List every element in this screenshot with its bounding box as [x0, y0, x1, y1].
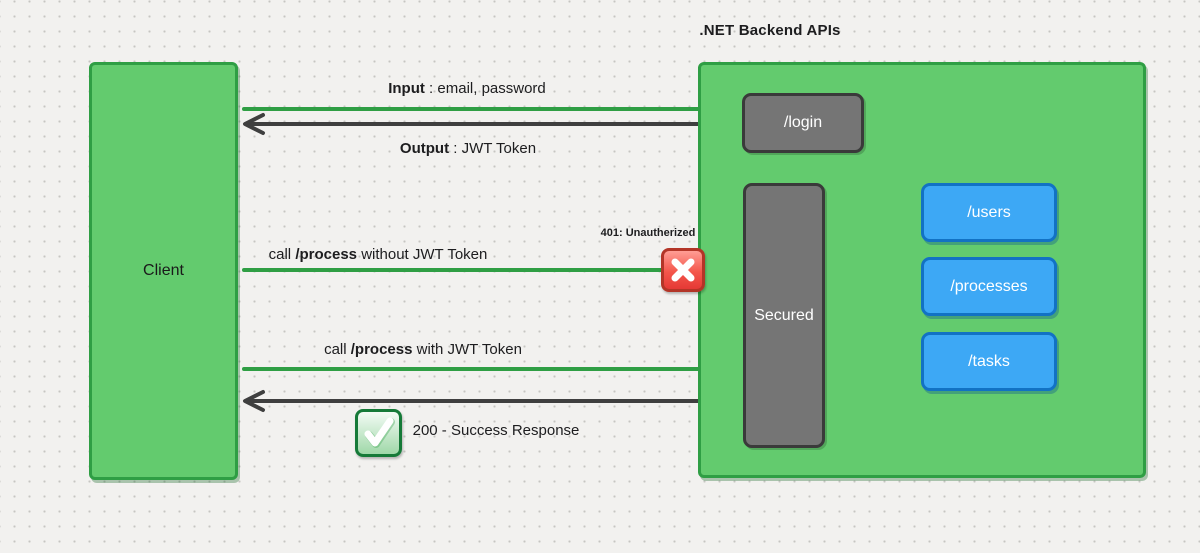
login-request-arrow: [242, 98, 740, 120]
call-with-token-label: call /process with JWT Token: [324, 341, 522, 358]
error-cross-icon: [661, 248, 705, 292]
processes-endpoint-box: /processes: [921, 257, 1057, 316]
authorized-request-arrow: [242, 358, 740, 380]
call-without-token-label: call /process without JWT Token: [268, 246, 488, 263]
users-endpoint-label: /users: [967, 203, 1011, 221]
success-response-arrow: [243, 390, 745, 412]
tasks-endpoint-box: /tasks: [921, 332, 1057, 391]
cross-glyph: [671, 258, 695, 282]
secured-gateway-box: Secured: [743, 183, 825, 448]
success-check-icon: [355, 409, 402, 457]
login-response-label: Output : JWT Token: [399, 140, 537, 157]
backend-title: .NET Backend APIs: [699, 22, 841, 39]
secured-gateway-label: Secured: [754, 306, 814, 324]
success-response-label: 200 - Success Response: [412, 422, 580, 439]
client-label: Client: [143, 262, 184, 279]
users-endpoint-box: /users: [921, 183, 1057, 242]
login-endpoint-box: /login: [742, 93, 864, 153]
client-box: Client: [89, 62, 238, 480]
tasks-endpoint-label: /tasks: [968, 352, 1010, 370]
unauthorized-status-label: 401: Unautherized: [600, 227, 696, 239]
check-glyph: [364, 417, 395, 448]
login-endpoint-label: /login: [783, 114, 823, 131]
processes-endpoint-label: /processes: [950, 277, 1028, 295]
login-response-arrow: [243, 113, 742, 135]
login-request-label: Input : email, password: [388, 80, 546, 97]
